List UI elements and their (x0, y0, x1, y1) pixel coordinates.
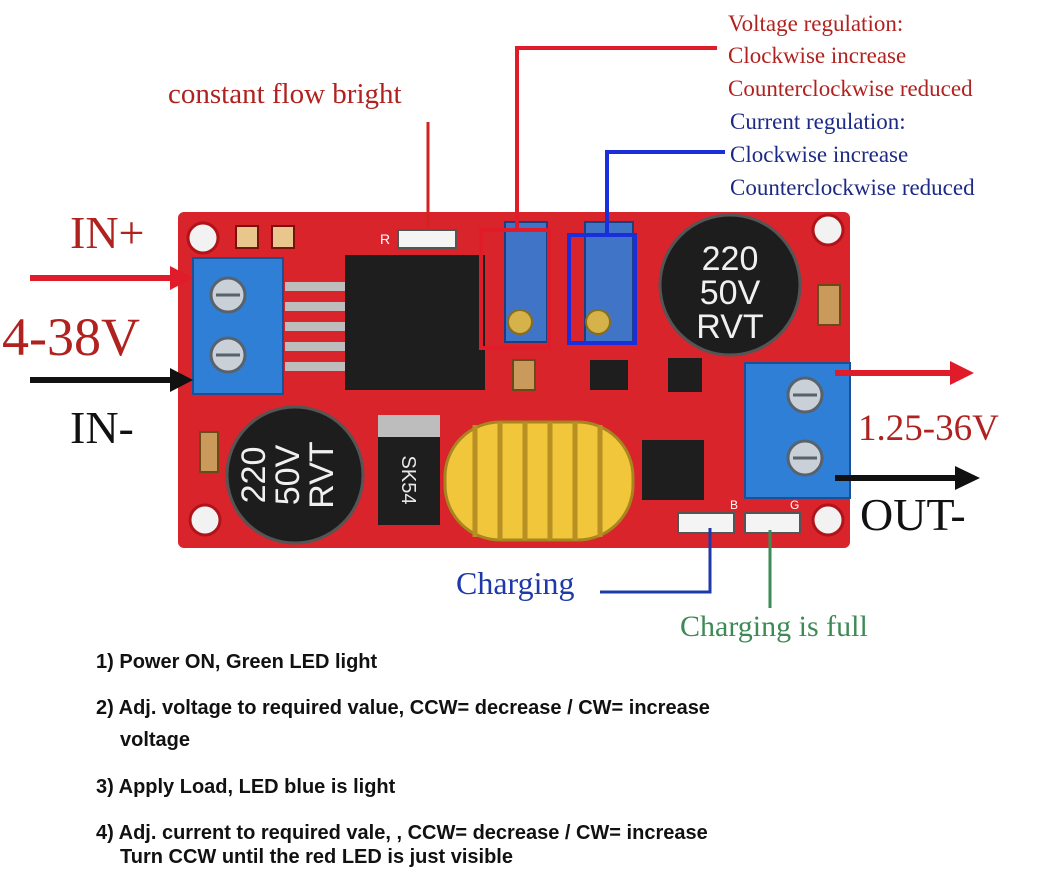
trimpot-screw (507, 309, 533, 335)
current-highlight-box (567, 233, 637, 345)
instruction-number: 1) (96, 651, 114, 673)
voltage-pointer-line (515, 46, 717, 230)
output-range-label: 1.25-36V (858, 408, 999, 449)
trimpot-screw (585, 309, 611, 335)
instruction-text: Power ON, Green LED light (119, 651, 378, 673)
in-plus-arrow-head (170, 266, 193, 290)
instruction-step-3: 3) Apply Load, LED blue is light (96, 775, 395, 799)
cap-left-line: 220 (235, 447, 273, 504)
diode-mark: SK54 (397, 456, 419, 505)
led-g (744, 512, 801, 534)
smd-component (199, 431, 219, 473)
instruction-step-4: 4) Adj. current to required vale, , CCW=… (96, 821, 708, 869)
solder-pad (235, 225, 259, 249)
charging-pointer-line (600, 528, 712, 594)
led-g-mark: G (790, 498, 799, 512)
input-terminal (192, 257, 284, 395)
driver-ic (642, 440, 704, 500)
out-minus-label: OUT- (860, 489, 966, 540)
current-clockwise-text: Clockwise increase (730, 142, 909, 167)
out-minus-arrow-head (955, 466, 980, 490)
led-b (677, 512, 735, 534)
instruction-text-continued: voltage (120, 729, 191, 751)
cap-left-line: 50V (269, 444, 307, 505)
instruction-step-2: 2) Adj. voltage to required value, CCW= … (96, 696, 710, 752)
current-regulation-title: Current regulation: (730, 109, 906, 134)
in-minus-label: IN- (70, 402, 134, 453)
capacitor-left (225, 405, 365, 545)
in-plus-label: IN+ (70, 207, 145, 258)
cap-right-line: RVT (696, 308, 763, 346)
instruction-number: 2) (96, 697, 114, 719)
charging-full-label: Charging is full (680, 610, 868, 643)
instruction-text: Adj. current to required vale, , CCW= de… (118, 822, 708, 844)
cap-left-line: RVT (303, 441, 341, 508)
voltage-regulation-title: Voltage regulation: (728, 11, 904, 36)
led-b-mark: B (730, 498, 738, 512)
current-counterclockwise-text: Counterclockwise reduced (730, 175, 975, 200)
instruction-text-continued: Turn CCW until the red LED is just visib… (120, 846, 513, 868)
current-pointer-line (605, 150, 725, 235)
cap-right-line: 220 (702, 240, 759, 278)
charging-label: Charging (456, 565, 575, 601)
capacitor-right (658, 213, 802, 357)
mounting-hole (811, 503, 845, 537)
in-minus-arrow-head (170, 368, 193, 392)
smd-component (512, 359, 536, 391)
smd-component (590, 360, 628, 390)
instruction-step-1: 1) Power ON, Green LED light (96, 650, 377, 674)
led-r-label: constant flow bright (168, 78, 402, 110)
instruction-text: Adj. voltage to required value, CCW= dec… (118, 697, 710, 719)
input-range-label: 4-38V (2, 307, 140, 367)
mounting-hole (188, 503, 222, 537)
mounting-hole (811, 213, 845, 247)
inductor (443, 420, 635, 542)
smd-component (668, 358, 702, 392)
led-r (397, 229, 457, 249)
led-r-mark: R (380, 231, 390, 247)
smd-component (817, 284, 841, 326)
instruction-number: 3) (96, 776, 114, 798)
regulator-ic (345, 255, 485, 390)
voltage-clockwise-text: Clockwise increase (728, 43, 907, 68)
mounting-hole (186, 221, 220, 255)
out-plus-arrow-head (950, 361, 974, 385)
solder-pad (271, 225, 295, 249)
instruction-text: Apply Load, LED blue is light (118, 776, 396, 798)
voltage-counterclockwise-text: Counterclockwise reduced (728, 76, 973, 101)
output-terminal (744, 362, 851, 499)
instruction-number: 4) (96, 822, 114, 844)
board-diagram: R 220 50V RVT 220 50V RVT SK54 B (30, 46, 980, 608)
cap-right-line: 50V (700, 274, 761, 312)
